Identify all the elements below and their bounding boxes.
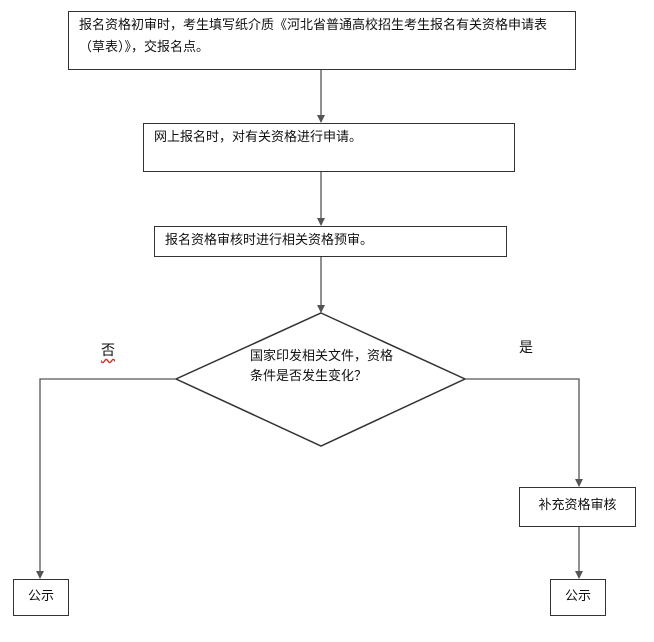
arrow-yes-branch: [465, 378, 583, 487]
arrow-no-branch: [36, 378, 176, 579]
publicity-left-text: 公示: [27, 589, 54, 604]
publicity-right-text: 公示: [564, 589, 591, 604]
yes-branch-label: 是: [519, 340, 533, 356]
supplement-review-text: 补充资格审核: [538, 498, 617, 513]
no-branch-label: 否: [101, 343, 115, 359]
decision-question: 国家印发相关文件，资格条件是否发生变化？: [250, 349, 394, 384]
step-online-registration-text: 网上报名时，对有关资格进行申请。: [154, 130, 363, 145]
decision-diamond: [174, 312, 467, 447]
step-initial-review: 报名资格初审时，考生填写纸介质《河北省普通高校招生考生报名有关资格申请表（草表）…: [68, 11, 576, 70]
supplement-review-box: 补充资格审核: [519, 487, 636, 527]
step-online-registration: 网上报名时，对有关资格进行申请。: [143, 123, 515, 172]
step-initial-review-text: 报名资格初审时，考生填写纸介质《河北省普通高校招生考生报名有关资格申请表（草表）…: [79, 18, 548, 55]
publicity-box-right: 公示: [550, 579, 606, 616]
publicity-box-left: 公示: [13, 579, 69, 616]
step-pre-review-text: 报名资格审核时进行相关资格预审。: [165, 233, 374, 248]
step-pre-review: 报名资格审核时进行相关资格预审。: [154, 226, 507, 257]
